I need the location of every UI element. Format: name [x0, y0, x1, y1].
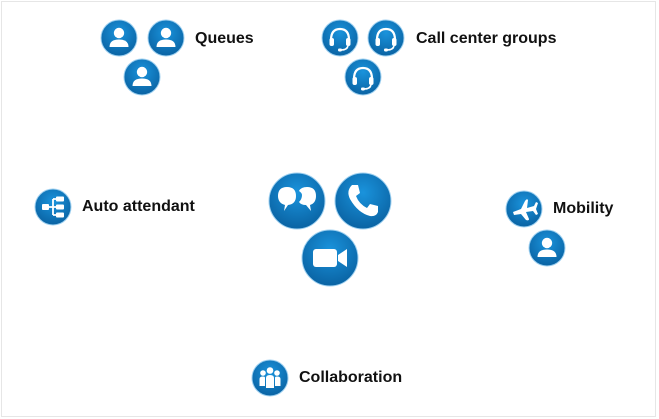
person-icon	[100, 19, 138, 57]
headset-icon	[367, 19, 405, 57]
headset-icon	[344, 58, 382, 96]
person-icon	[123, 58, 161, 96]
people-group-icon	[251, 359, 289, 397]
chat-bubbles-icon	[268, 172, 326, 230]
auto-attendant-label: Auto attendant	[82, 198, 195, 215]
queues-label: Queues	[195, 30, 254, 47]
org-chart-icon	[34, 188, 72, 226]
collaboration-label: Collaboration	[299, 369, 403, 386]
mobility-label: Mobility	[553, 200, 614, 217]
phone-icon	[334, 172, 392, 230]
video-camera-icon	[301, 229, 359, 287]
headset-icon	[321, 19, 359, 57]
airplane-icon	[505, 190, 543, 228]
call-center-groups-label: Call center groups	[416, 30, 557, 47]
person-icon	[147, 19, 185, 57]
person-icon	[528, 229, 566, 267]
